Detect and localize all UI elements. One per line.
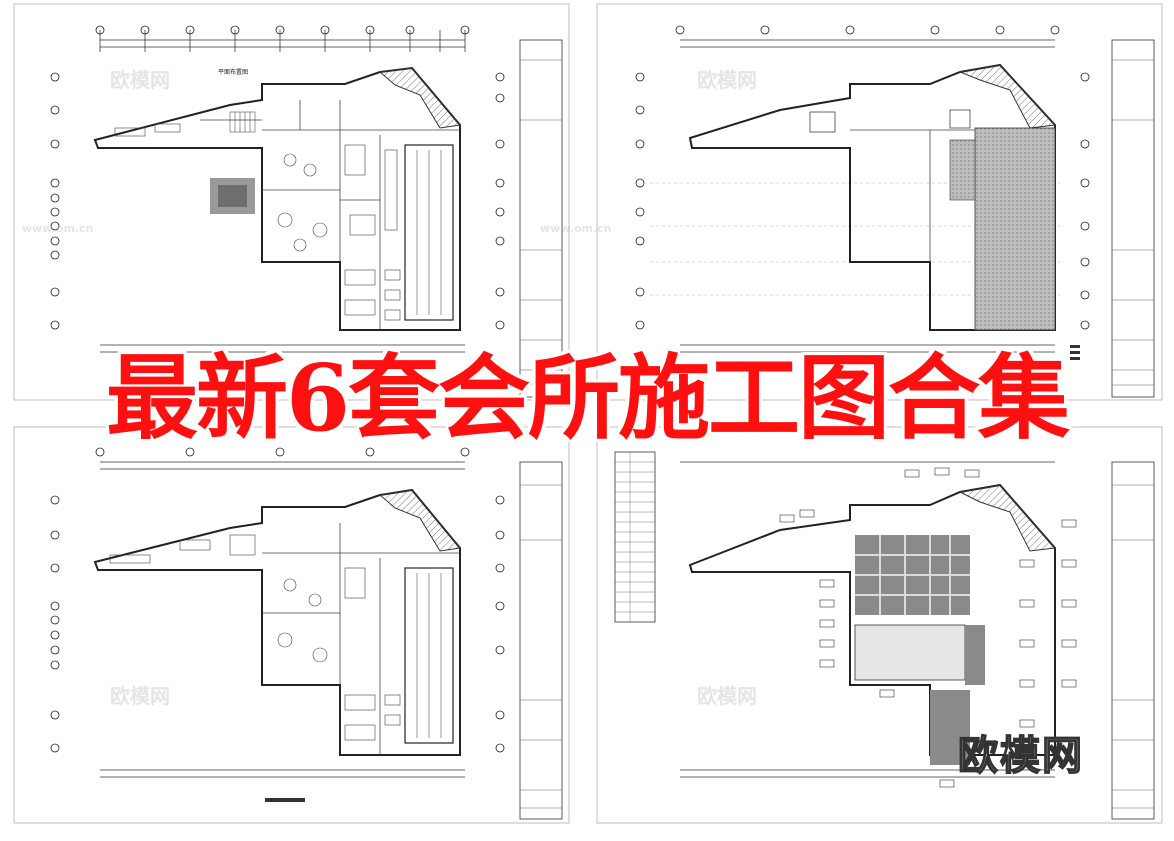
sheet-frame-top-left bbox=[13, 3, 570, 401]
watermark-faint: 欧模网 bbox=[697, 684, 757, 708]
area-label-top-left: 平面布置图 bbox=[218, 68, 248, 76]
watermark-faint: 欧模网 bbox=[110, 684, 170, 708]
watermark-site: www.om.cn bbox=[540, 222, 612, 235]
watermark-faint: 欧模网 bbox=[110, 68, 170, 92]
sheet-frame-top-right bbox=[596, 3, 1163, 401]
watermark-faint: 欧模网 bbox=[697, 68, 757, 92]
watermark-logo: 欧模网 bbox=[957, 732, 1084, 780]
sheet-frame-bottom-left bbox=[13, 426, 570, 824]
sheet-top-right bbox=[635, 25, 1155, 398]
sheet-bottom-right bbox=[614, 451, 1155, 820]
watermark-site: www.om.cn bbox=[22, 222, 94, 235]
promo-headline: 最新6套会所施工图合集 bbox=[105, 344, 1070, 452]
sheet-top-left: 平面布置图 bbox=[50, 25, 563, 398]
sheet-bottom-left bbox=[50, 447, 563, 820]
